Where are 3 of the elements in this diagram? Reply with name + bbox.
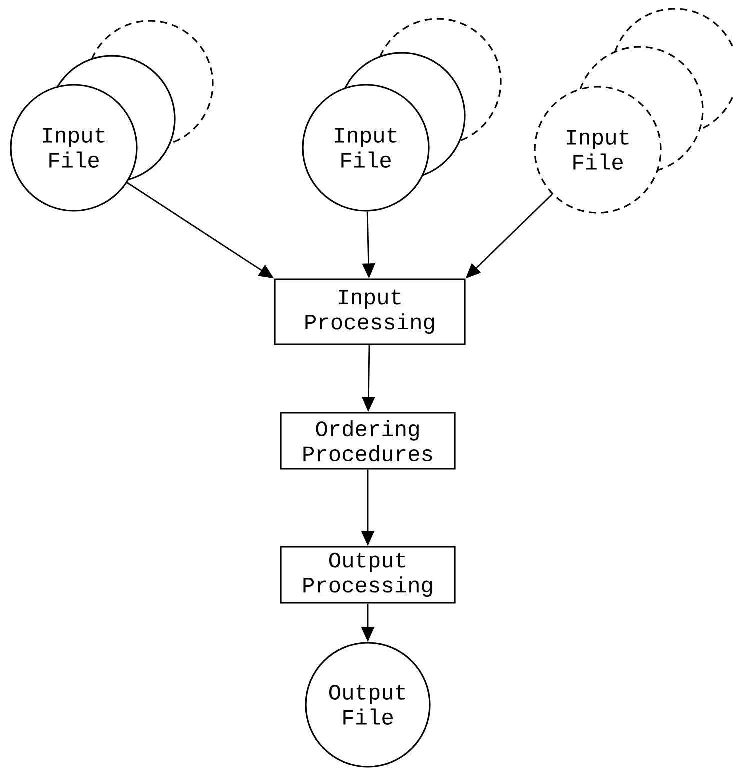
process-box: Output Processing xyxy=(280,546,456,604)
process-box: Input Processing xyxy=(274,278,466,346)
process-box: Ordering Procedures xyxy=(280,412,456,470)
